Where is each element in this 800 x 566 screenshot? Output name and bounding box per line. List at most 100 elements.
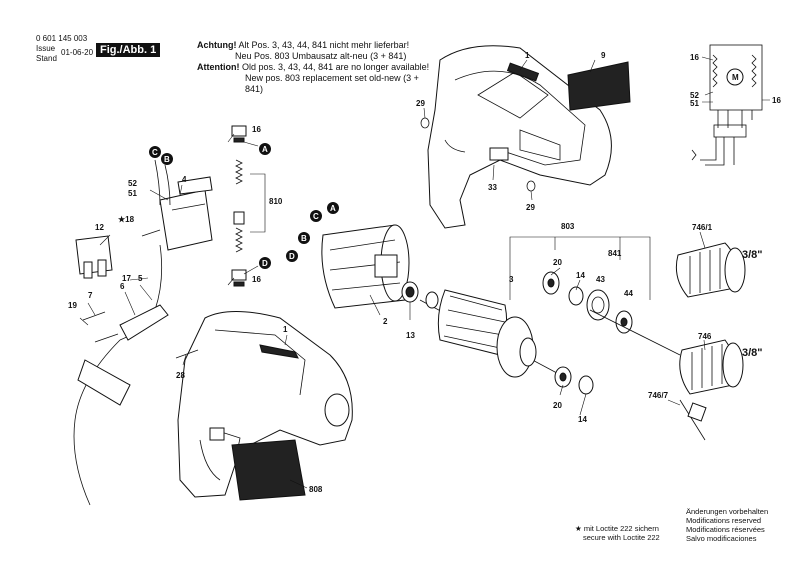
- notice-en-2: New pos. 803 replacement set old-new (3 …: [245, 73, 419, 94]
- spindle: [589, 309, 681, 356]
- issue-label-en: Issue: [36, 44, 56, 53]
- notice-block: Achtung! Alt Pos. 3, 43, 44, 841 nicht m…: [197, 40, 437, 95]
- housing-upper: [427, 45, 612, 229]
- leader-lines: [79, 56, 770, 489]
- svg-text:C: C: [152, 148, 158, 157]
- loctite-de: ★ mit Loctite 222 sichern: [575, 524, 659, 533]
- cord-guard-6: [119, 304, 169, 341]
- label-841: 841: [608, 249, 622, 258]
- label-803: 803: [561, 222, 575, 231]
- label-14-upper: 14: [576, 271, 585, 280]
- wiring-label-16-left: 16: [690, 53, 699, 62]
- notice-de-2: Neu Pos. 803 Umbausatz alt-neu (3 + 841): [235, 51, 407, 61]
- notice-de-1: Achtung! Alt Pos. 3, 43, 44, 841 nicht m…: [197, 40, 410, 50]
- brush-spring-upper: [235, 159, 243, 185]
- bearing-13: [401, 281, 419, 303]
- wiring-diagram: [691, 44, 763, 166]
- cover-plate: [567, 61, 631, 111]
- wiring-motor-label: M: [732, 73, 739, 82]
- label-5: 5: [138, 274, 143, 283]
- label-16-lower: 16: [252, 275, 261, 284]
- label-43: 43: [596, 275, 605, 284]
- attention-label: Attention!: [197, 62, 240, 72]
- wiring-label-16-right: 16: [772, 96, 781, 105]
- label-808: 808: [309, 485, 323, 494]
- brush-holder-upper: [231, 125, 247, 143]
- label-28: 28: [176, 371, 185, 380]
- screw-28: [175, 349, 199, 359]
- figure-label: Fig./Abb. 1: [96, 43, 161, 57]
- callout-b-stator: B: [298, 232, 310, 244]
- bracket-803: [509, 236, 651, 300]
- callout-c-switch: C: [149, 146, 161, 158]
- callout-a-brush: A: [259, 143, 271, 155]
- armature: [419, 289, 571, 381]
- label-29-lower: 29: [526, 203, 535, 212]
- svg-text:D: D: [289, 252, 295, 261]
- svg-text:A: A: [330, 204, 336, 213]
- label-810: 810: [269, 197, 283, 206]
- label-1-upper: 1: [525, 51, 530, 60]
- callout-a-stator: A: [327, 202, 339, 214]
- star-icon: ★: [575, 524, 582, 533]
- bracket-810: [250, 173, 266, 233]
- power-cord-17: [73, 339, 121, 506]
- loctite-en: secure with Loctite 222: [583, 533, 660, 542]
- label-746: 746: [698, 332, 712, 341]
- label-18: ★18: [118, 215, 135, 224]
- label-51-switch: 51: [128, 189, 137, 198]
- cord-sleeve: [77, 359, 131, 406]
- chuck-746: [679, 339, 744, 395]
- screw-19: [82, 311, 106, 321]
- bearing-20-upper: [542, 271, 560, 295]
- label-20-lower: 20: [553, 401, 562, 410]
- label-9: 9: [601, 51, 606, 60]
- wiring-label-51: 51: [690, 99, 699, 108]
- label-19: 19: [68, 301, 77, 310]
- housing-lower: [177, 311, 353, 498]
- svg-text:D: D: [262, 259, 268, 268]
- switch-4: [159, 176, 213, 251]
- label-746-7: 746/7: [648, 391, 669, 400]
- label-12: 12: [95, 223, 104, 232]
- field-stator: [321, 224, 410, 309]
- callout-b-switch: B: [161, 153, 173, 165]
- label-6: 6: [120, 282, 125, 291]
- label-29-upper: 29: [416, 99, 425, 108]
- achtung-label: Achtung!: [197, 40, 237, 50]
- cord-clamp-12: [75, 235, 113, 279]
- screw-18: [141, 229, 161, 237]
- label-16-upper: 16: [252, 125, 261, 134]
- label-3: 3: [509, 275, 514, 284]
- part-number: 0 601 145 003: [36, 34, 88, 43]
- label-17: 17: [122, 274, 131, 283]
- brush-spring-lower: [235, 227, 243, 253]
- screw-7: [94, 333, 119, 343]
- label-size-lower: 3/8": [742, 347, 763, 359]
- loctite-note: ★ mit Loctite 222 sichern secure with Lo…: [575, 524, 660, 542]
- label-44: 44: [624, 289, 633, 298]
- svg-text:A: A: [262, 145, 268, 154]
- label-746-1: 746/1: [692, 223, 713, 232]
- modifications-note: Änderungen vorbehalten Modifications res…: [686, 507, 769, 543]
- label-52-switch: 52: [128, 179, 137, 188]
- label-plate-808: [231, 439, 306, 501]
- gear-upper: [586, 289, 610, 321]
- label-13: 13: [406, 331, 415, 340]
- wiring-label-52: 52: [690, 91, 699, 100]
- callout-c-stator: C: [310, 210, 322, 222]
- bushing-14-upper: [568, 286, 584, 306]
- label-33: 33: [488, 183, 497, 192]
- bearing-20-lower: [554, 366, 572, 388]
- bushing-14-lower: [578, 375, 594, 395]
- washer-29b: [526, 180, 536, 192]
- issue-date: 01-06-20: [61, 48, 94, 57]
- brush-holder-lower: [231, 269, 247, 287]
- label-4: 4: [182, 175, 187, 184]
- svg-text:C: C: [313, 212, 319, 221]
- label-7: 7: [88, 291, 93, 300]
- issue-label-de: Stand: [36, 54, 57, 63]
- brush-carbon: [233, 211, 245, 225]
- svg-text:B: B: [164, 155, 170, 164]
- callout-d-brush: D: [259, 257, 271, 269]
